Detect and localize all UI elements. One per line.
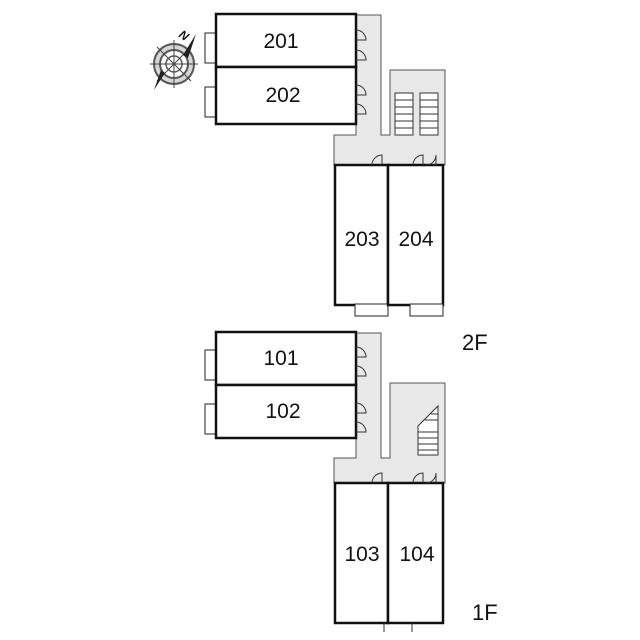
floor-label-2f: 2F xyxy=(462,330,488,355)
compass-north-label: N xyxy=(176,27,191,44)
room-104: 104 xyxy=(386,472,445,632)
floor-2f: 201 202 203 204 2F xyxy=(204,12,488,355)
room-101: 101 xyxy=(204,330,367,387)
room-label-104: 104 xyxy=(399,543,434,566)
staircase-2f xyxy=(394,92,439,136)
room-102: 102 xyxy=(204,383,367,440)
room-204: 204 xyxy=(386,154,445,317)
room-203: 203 xyxy=(333,154,390,317)
staircase-1f xyxy=(417,404,439,456)
floor-1f: 101 102 103 104 1F xyxy=(204,330,498,632)
room-label-202: 202 xyxy=(265,84,300,107)
corridor-2f xyxy=(333,14,446,166)
room-label-203: 203 xyxy=(344,228,379,251)
compass-rose-icon xyxy=(150,34,198,90)
room-label-201: 201 xyxy=(263,30,298,53)
room-label-101: 101 xyxy=(263,347,298,370)
room-202: 202 xyxy=(204,65,367,126)
room-label-102: 102 xyxy=(265,400,300,423)
room-label-103: 103 xyxy=(344,543,379,566)
room-103: 103 xyxy=(333,472,390,632)
room-label-204: 204 xyxy=(398,228,433,251)
corridor-1f xyxy=(333,332,446,484)
room-201: 201 xyxy=(204,12,367,69)
floor-label-1f: 1F xyxy=(472,600,498,625)
